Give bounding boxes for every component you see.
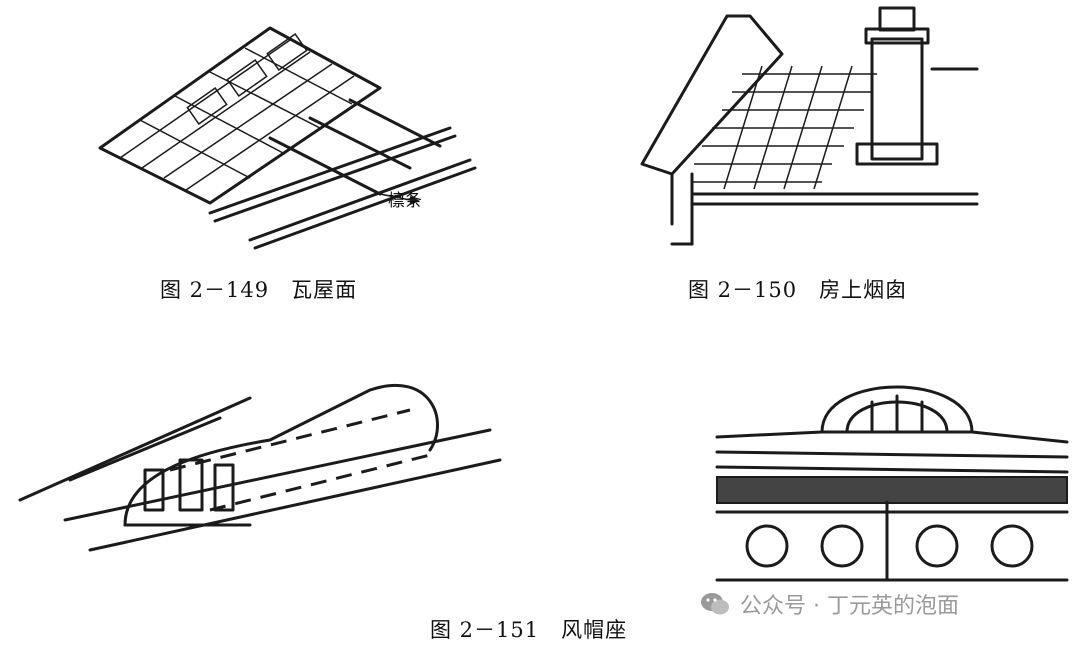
figure-caption-2-150: 图 2－150 房上烟囱 <box>688 278 908 302</box>
figure-caption-2-149: 图 2－149 瓦屋面 <box>160 278 358 302</box>
purlins <box>208 98 477 250</box>
callout-leader <box>379 193 411 201</box>
figure-caption-2-151: 图 2－151 风帽座 <box>430 618 628 642</box>
callout-arrowhead <box>410 196 420 205</box>
roof-tile-field <box>692 65 877 190</box>
wind-cap-section-illustration <box>712 352 1072 584</box>
wechat-icon <box>701 593 729 615</box>
wind-cap-section-drawing <box>715 385 1069 582</box>
roof-layers <box>715 430 1069 582</box>
wind-cap-perspective-drawing <box>18 383 502 552</box>
tile-roof-drawing <box>98 26 477 250</box>
chimney-stack <box>855 6 979 166</box>
roof-gable <box>640 14 979 246</box>
purlin-callout: 檩条 <box>388 191 422 211</box>
watermark-text: 公众号 · 丁元英的泡面 <box>740 594 959 619</box>
roof-tiles <box>98 26 382 205</box>
vent-openings <box>143 458 235 512</box>
wind-cap-dome <box>820 385 974 434</box>
tile-roof-illustration <box>80 8 480 253</box>
chimney-drawing <box>640 6 979 246</box>
hollow-core-slab <box>745 500 1034 582</box>
watermark: 公众号 · 丁元英的泡面 <box>700 588 959 620</box>
wind-cap-perspective-illustration <box>10 360 510 560</box>
chimney-illustration <box>632 4 982 249</box>
